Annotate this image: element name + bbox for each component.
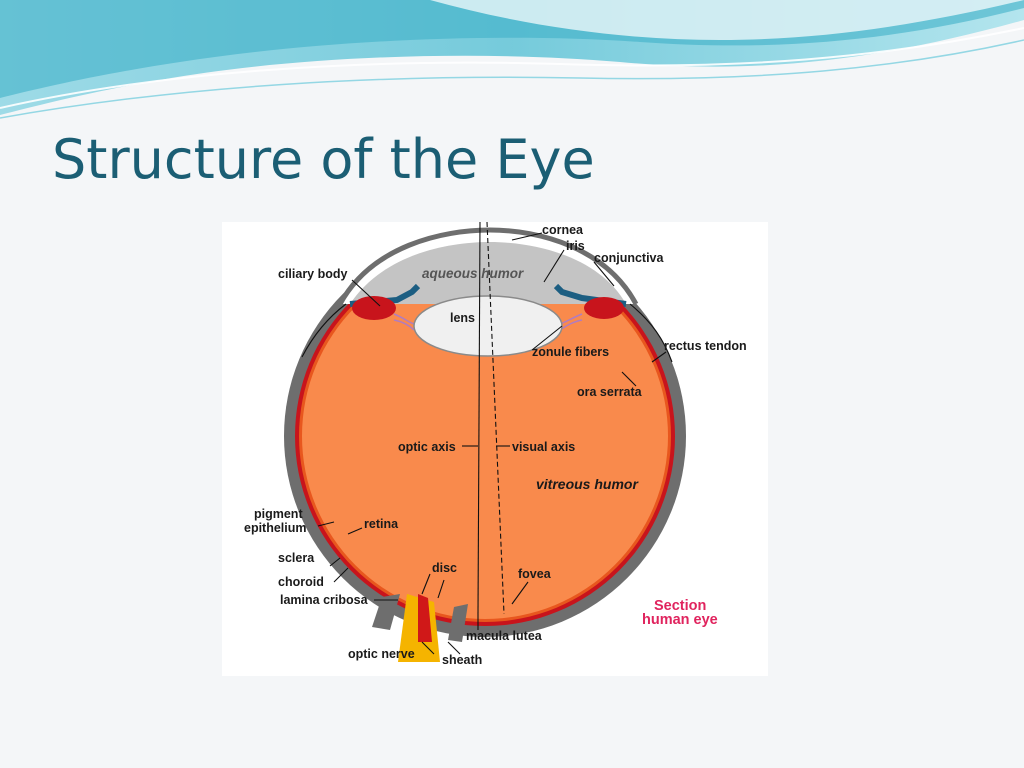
label-epithelium: epithelium: [244, 521, 307, 535]
label-aqueous-humor: aqueous humor: [422, 266, 524, 281]
label-lens: lens: [450, 311, 475, 325]
slide-title: Structure of the Eye: [52, 128, 595, 191]
label-rectus-tendon: rectus tendon: [664, 339, 747, 353]
label-ora-serrata: ora serrata: [577, 385, 643, 399]
label-conjunctiva: conjunctiva: [594, 251, 665, 265]
label-disc: disc: [432, 561, 457, 575]
label-zonule-fibers: zonule fibers: [532, 345, 609, 359]
label-visual-axis: visual axis: [512, 440, 575, 454]
leader-lines: [317, 232, 667, 655]
label-macula-lutea: macula lutea: [466, 629, 543, 643]
conjunctiva-right: [629, 303, 673, 363]
label-iris: iris: [566, 239, 585, 253]
label-sclera: sclera: [278, 551, 315, 565]
label-vitreous-humor: vitreous humor: [536, 476, 639, 492]
sheath-left: [372, 594, 400, 630]
caption-line1: Section: [654, 598, 706, 614]
vitreous-body: [302, 253, 668, 619]
optic-disc-vessels: [418, 594, 432, 642]
label-cornea: cornea: [542, 223, 584, 237]
label-choroid: choroid: [278, 575, 324, 589]
header-wave-decoration: [0, 0, 1024, 119]
caption-line2: human eye: [642, 612, 718, 628]
label-optic-nerve: optic nerve: [348, 647, 415, 661]
ciliary-body-left: [352, 296, 396, 320]
label-lamina-cribosa: lamina cribosa: [280, 593, 369, 607]
label-fovea: fovea: [518, 567, 552, 581]
eye-cross-section-diagram: cornea iris conjunctiva ciliary body aqu…: [222, 222, 768, 676]
conjunctiva-left: [301, 303, 347, 358]
sheath-right: [448, 604, 468, 642]
label-optic-axis: optic axis: [398, 440, 456, 454]
label-ciliary-body: ciliary body: [278, 267, 348, 281]
optic-axis-line: [477, 222, 481, 615]
zonule-fibers-left: [393, 313, 415, 331]
ciliary-body-right: [584, 297, 624, 319]
label-sheath: sheath: [442, 653, 482, 667]
label-pigment: pigment: [254, 507, 303, 521]
visual-axis-line: [486, 222, 505, 615]
label-retina: retina: [364, 517, 399, 531]
